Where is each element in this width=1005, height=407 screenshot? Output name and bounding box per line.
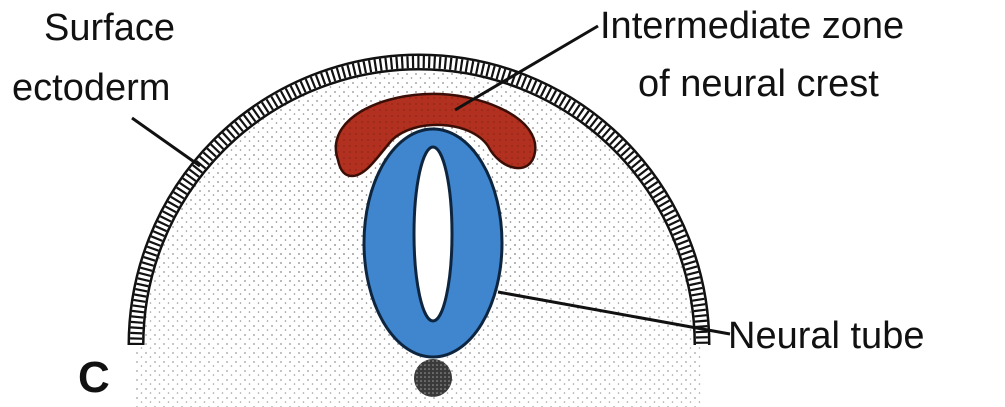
- neural-crest-label-line2: of neural crest: [638, 62, 879, 106]
- surface-ectoderm-label-line1: Surface: [44, 6, 175, 50]
- neural-tube-label: Neural tube: [728, 314, 924, 358]
- surface-ectoderm-label-line2: ectoderm: [12, 66, 170, 110]
- neural-canal: [414, 147, 452, 321]
- neural-crest-label-line1: Intermediate zone: [600, 4, 904, 48]
- panel-letter: C: [78, 356, 110, 400]
- surface-ectoderm-pointer: [132, 118, 200, 166]
